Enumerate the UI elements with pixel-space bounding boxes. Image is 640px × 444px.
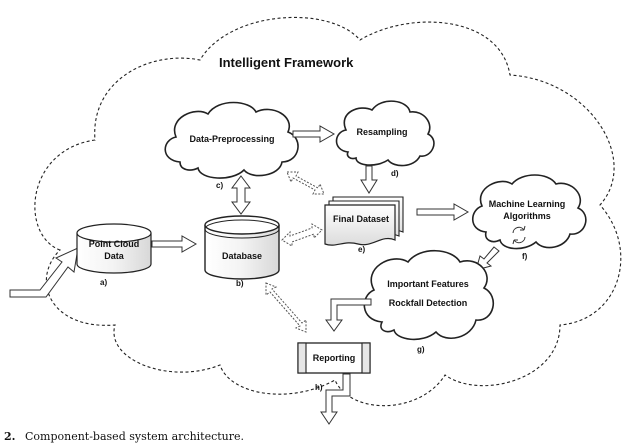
reporting-tag: h) <box>315 383 323 392</box>
svg-text:2. Component-based system: 2. Component-based system architecture. <box>4 430 244 443</box>
caption-text: Component-based system architecture. <box>25 430 244 443</box>
ml-tag: f) <box>522 252 528 261</box>
ml-label-line1: Machine Learning <box>489 199 566 209</box>
arrow-features-to-reporting <box>325 298 372 332</box>
framework-cloud-boundary <box>34 16 622 407</box>
point-cloud-label-line2: Data <box>104 251 125 261</box>
arrow-preprocessing-database <box>231 175 251 215</box>
refresh-cycle-icon <box>512 225 526 245</box>
features-detection-cloud <box>363 250 495 341</box>
database-tag: b) <box>236 279 244 288</box>
features-label-line1: Important Features <box>387 279 469 289</box>
output-arrow <box>320 373 351 425</box>
framework-title: Intelligent Framework <box>219 55 354 70</box>
resampling-tag: d) <box>391 169 399 178</box>
preprocessing-cloud <box>164 101 299 179</box>
dotted-arrow-database-reporting <box>265 282 307 333</box>
preprocessing-tag: c) <box>216 181 223 190</box>
caption-number: 2. <box>4 430 15 443</box>
preprocessing-label: Data-Preprocessing <box>189 134 274 144</box>
final-dataset-label: Final Dataset <box>333 214 389 224</box>
point-cloud-label-line1: Point Cloud <box>89 239 140 249</box>
point-cloud-data-store: Point Cloud Data <box>76 223 152 274</box>
arrow-dataset-to-ml <box>416 203 470 221</box>
resampling-label: Resampling <box>356 127 407 137</box>
arrow-pointcloud-to-database <box>151 235 198 253</box>
arrow-preprocessing-to-resampling <box>292 125 336 143</box>
features-label-line2: Rockfall Detection <box>389 298 468 308</box>
ml-algorithms-cloud <box>471 174 587 250</box>
reporting-process-box: Reporting <box>297 342 371 374</box>
resampling-cloud <box>335 100 435 167</box>
database-label: Database <box>222 251 262 261</box>
features-tag: g) <box>417 345 425 354</box>
database-store: Database <box>204 215 280 280</box>
input-arrow <box>9 247 79 298</box>
ml-label-line2: Algorithms <box>503 211 551 221</box>
arrow-resampling-to-dataset <box>360 165 378 194</box>
final-dataset-document-stack: Final Dataset <box>324 196 404 246</box>
dotted-arrow-preprocessing-dataset <box>286 171 325 195</box>
dotted-arrow-database-dataset <box>281 223 323 247</box>
point-cloud-tag: a) <box>100 278 107 287</box>
final-dataset-tag: e) <box>358 245 365 254</box>
reporting-label: Reporting <box>313 353 356 363</box>
